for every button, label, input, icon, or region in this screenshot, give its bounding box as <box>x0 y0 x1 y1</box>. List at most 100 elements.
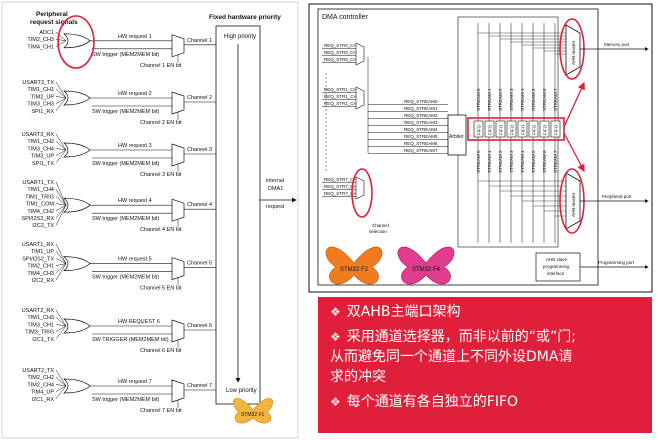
req-stream-label: REQ_STREAM5 <box>404 134 438 139</box>
req-stream-label: REQ_STREAM4 <box>404 127 438 132</box>
req-str-label: REQ_STR7_CH1 <box>324 184 360 189</box>
peripheral-signal-label: I2C2_TX <box>32 223 54 229</box>
req-str-label: REQ_STR7_CH0 <box>324 177 360 182</box>
arbiter-label: Arbiter <box>449 134 464 140</box>
peripheral-signal-label: TIM2_CH1 <box>27 264 54 270</box>
fifo-label: FIFO <box>521 124 526 135</box>
signal-wire <box>55 369 67 387</box>
channel-selection-line2: selection <box>369 229 387 234</box>
req-str-label: REQ_STR1_CH1 <box>324 94 360 99</box>
fifo-box <box>517 120 528 138</box>
peripheral-signal-label: USART2_RX <box>22 308 55 314</box>
arbiter-box <box>447 114 467 156</box>
diamond-bullet-icon: ❖ <box>330 330 341 344</box>
peripheral-signal-label: TIM4_CH2 <box>27 209 54 215</box>
bullet-text: 采用通道选择器，而非以前的“或”门; <box>346 329 576 345</box>
channel-label: Channel 1 <box>187 38 212 44</box>
bullet-channel-selector: ❖ 采用通道选择器，而非以前的“或”门; <box>330 328 576 347</box>
channel-label: Channel 3 <box>187 147 212 153</box>
peripheral-signal-label: USART1_TX <box>22 180 54 186</box>
peripheral-signal-label: TIM1_CH1 <box>27 87 54 93</box>
peripheral-signal-label: TIM1_COM <box>26 202 55 208</box>
fifo-label: FIFO <box>499 124 504 135</box>
priority-header: Fixed hardware priority <box>209 14 281 21</box>
ahb-master-bottom: AHB master <box>565 172 581 230</box>
enable-gate <box>171 91 185 115</box>
hw-request-label: HW REQUEST 6 <box>118 319 160 325</box>
stream-label: STREAM 4 <box>520 88 525 111</box>
or-gate <box>63 378 91 394</box>
peripheral-signal-label: TIM4_CH1 <box>27 44 54 50</box>
bullet-text: 双AHB主端口架构 <box>346 304 461 320</box>
dma-controller-outer-frame <box>308 3 653 293</box>
fifo-to-peripheral-arrow <box>563 132 585 173</box>
peripheral-signal-label: USART3_RX <box>22 132 55 138</box>
fifo-to-memory-arrow <box>563 81 585 128</box>
or-gate-highlight <box>57 15 95 69</box>
signal-wire <box>55 89 67 99</box>
fifo-box <box>495 120 506 138</box>
ahb-master-top-label: AHB master <box>571 40 576 65</box>
fifo-label: FIFO <box>543 124 548 135</box>
bullet-text: 从而避免同一个通道上不同外设DMA请 <box>330 349 573 365</box>
hw-request-label: HW request 3 <box>118 143 152 149</box>
signal-wire <box>55 243 67 264</box>
req-str-label: REQ_STR1_CH0 <box>324 87 360 92</box>
peripheral-port-label: Peripheral port <box>602 194 632 199</box>
signal-wire <box>55 263 67 266</box>
stm32-f1-butterfly-logo: STM32 F1 <box>233 398 273 424</box>
fifo-highlight <box>467 117 565 141</box>
f1-label: STM32 F1 <box>241 412 265 418</box>
channel-en-label: Channel 1 EN bit <box>140 63 182 69</box>
sw-trigger-label: SW trigger (MEM2MEM bit) <box>92 161 159 167</box>
internal-label-3: request <box>266 204 285 210</box>
stream-label: STREAM 5 <box>531 88 536 111</box>
peripheral-signal-label: SPI1_RX <box>31 109 54 115</box>
ahb-master-top: AHB master <box>565 24 581 76</box>
ahb-slave-line2: programming <box>543 264 570 269</box>
peripheral-signal-label: TIM3_CH1 <box>27 322 54 328</box>
hw-request-label: HW request 5 <box>118 257 152 263</box>
req-stream-label: REQ_STREAM7 <box>404 148 438 153</box>
signal-wire <box>55 325 67 332</box>
signal-wire <box>55 317 67 327</box>
signal-wire <box>55 385 67 399</box>
fifo-label: FIFO <box>488 124 493 135</box>
stm32-f2-butterfly-logo: STM32 F2 <box>325 246 383 285</box>
enable-gate <box>171 379 185 403</box>
stm32-f4-butterfly-logo: STM32 F4 <box>397 246 455 285</box>
bullet-channel-selector-cont2: 求的冲突 <box>330 368 386 387</box>
ahb-slave-line3: interface <box>547 271 565 276</box>
peripheral-signal-label: I2C1_TX <box>32 337 54 343</box>
signals-header-line1: Peripheral <box>36 11 68 18</box>
channel-label: Channel 5 <box>187 261 212 267</box>
signal-wire <box>55 203 67 206</box>
stream-label-lower: STREAM 0 <box>476 150 481 173</box>
bullet-text: 求的冲突 <box>330 369 386 385</box>
sw-trigger-label: SW trigger (MEM2MEM bit) <box>92 109 159 115</box>
channel-en-label: Channel 5 EN bit <box>140 286 182 292</box>
or-gate <box>63 33 91 49</box>
signal-wire <box>55 148 67 151</box>
bullet-channel-selector-cont1: 从而避免同一个通道上不同外设DMA请 <box>330 348 572 367</box>
memory-port-label: Memory port <box>604 42 630 47</box>
signal-wire <box>55 181 67 206</box>
peripheral-signal-label: TIM1_TRIG <box>25 194 54 200</box>
peripheral-signal-label: I2C2_RX <box>32 278 55 284</box>
signal-wire <box>55 81 67 99</box>
peripheral-signal-label: TIM2_CH2 <box>27 375 54 381</box>
peripheral-signal-label: SPI1_TX <box>32 161 54 167</box>
stream-label-lower: STREAM 5 <box>531 150 536 173</box>
hw-request-label: HW request 7 <box>118 379 152 385</box>
signal-wire <box>55 149 67 163</box>
peripheral-signal-label: TIM1_CH4 <box>27 187 54 193</box>
peripheral-signal-label: TIM1_UP <box>31 249 55 255</box>
peripheral-signal-label: TIM2_UP <box>31 94 55 100</box>
enable-gate <box>171 198 185 222</box>
stream-label: STREAM 3 <box>509 88 514 111</box>
signal-wire <box>55 251 67 264</box>
dma-controller-inner-frame <box>317 8 599 286</box>
f2-label: STM32 F2 <box>340 267 369 273</box>
internal-label-1: internal <box>266 178 284 184</box>
peripheral-signal-label: TIM1_CH2 <box>27 139 54 145</box>
